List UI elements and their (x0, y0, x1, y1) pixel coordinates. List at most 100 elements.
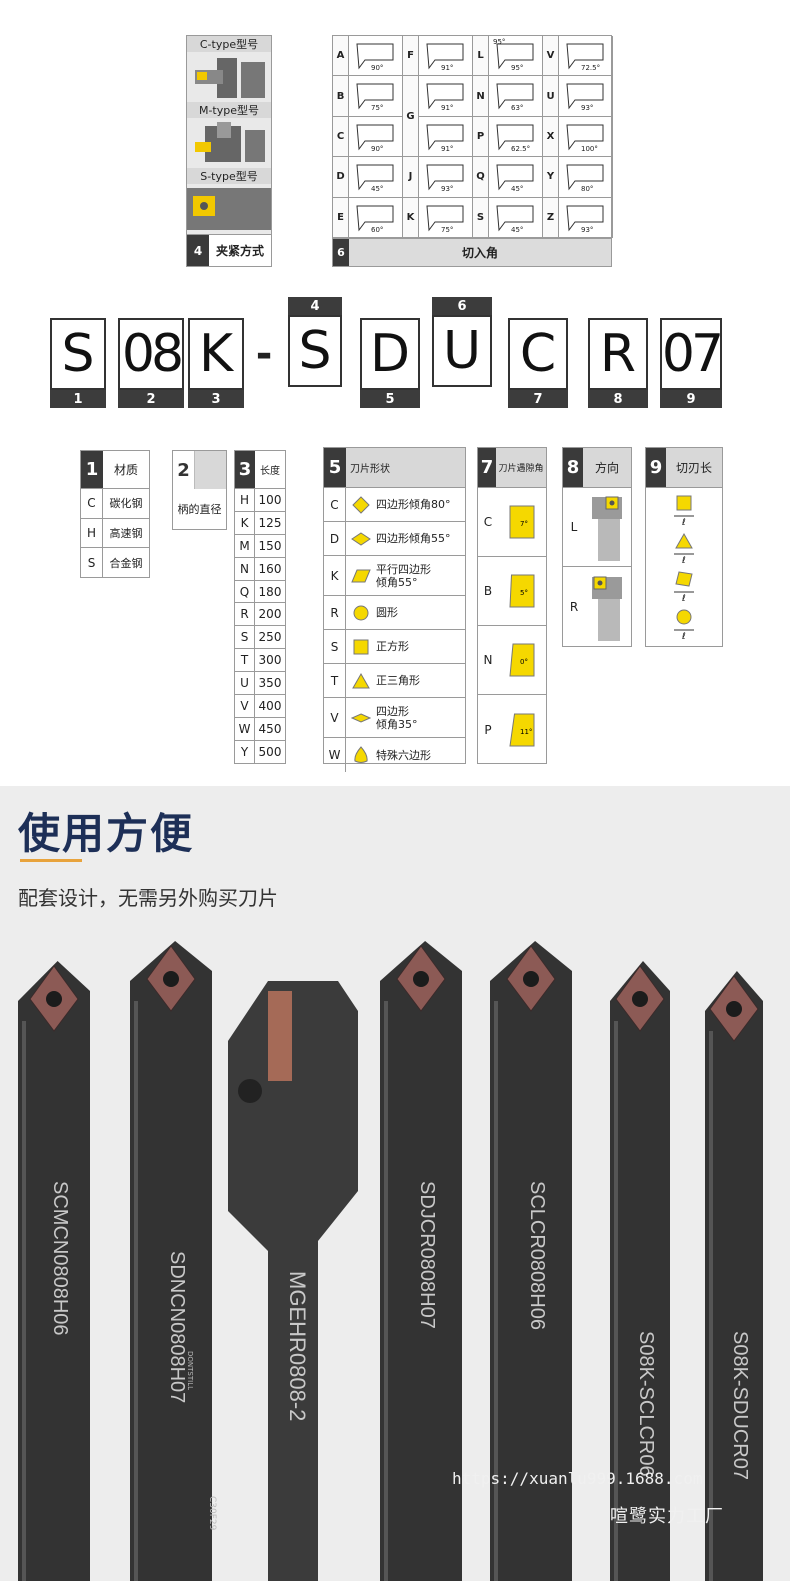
s-type-label: S-type型号 (187, 168, 271, 184)
approach-angle-label: 95° (511, 64, 523, 72)
approach-angle-label: 75° (371, 104, 383, 112)
material-name: 合金钢 (109, 556, 143, 570)
edge-mark: ℓ (681, 556, 686, 566)
approach-angle-label: 60° (371, 226, 383, 234)
s-type-image (187, 184, 271, 234)
tool-brand-mark: DONTSTILL (186, 1351, 194, 1390)
tool-label: SCLCR0808H06 (526, 1181, 548, 1330)
length-title: 长度 (260, 466, 280, 477)
approach-letter: K (403, 197, 419, 237)
length-code: H (235, 489, 255, 511)
c-type-image (187, 52, 271, 102)
approach-diagram-icon: 91° (426, 83, 464, 112)
approach-letter: B (333, 76, 349, 116)
approach-l-extra: 95° (493, 38, 506, 46)
tool-label: S08K-SDUCR07 (729, 1331, 751, 1480)
watermark-name: 喧鹭实力工厂 (610, 1506, 724, 1527)
shank-diameter-box: 2 柄的直径 (172, 450, 227, 530)
approach-letter: D (333, 157, 349, 197)
shape-name: 特殊六边形 (376, 748, 431, 762)
material-name: 碳化钢 (109, 497, 143, 511)
tool-label: SDJCR0808H07 (416, 1181, 438, 1329)
shank-title: 柄的直径 (177, 503, 222, 516)
clearance-code: N (483, 653, 493, 667)
approach-diagram-icon: 60° (356, 205, 394, 234)
approach-letter: F (403, 36, 419, 76)
tool-label: SCMCN0808H06 (49, 1181, 71, 1336)
shape-code: W (324, 738, 346, 772)
material-title: 材质 (113, 463, 138, 477)
length-code: M (235, 534, 255, 557)
approach-letter: Y (543, 157, 559, 197)
shape-name-2: 倾角55° (376, 575, 418, 589)
table-row: N 0° (478, 626, 546, 695)
code-position-num: 9 (660, 390, 722, 408)
code-letter: D (360, 318, 420, 390)
shape-code: V (324, 698, 346, 737)
approach-cell: K 75° (403, 197, 473, 238)
approach-letter-g: G (403, 76, 419, 158)
approach-diagram-icon: 90° (356, 124, 394, 153)
length-value: 200 (258, 607, 282, 622)
direction-code: R (569, 599, 579, 614)
approach-diagram-icon: 80° (566, 164, 604, 193)
tool-holder (490, 941, 572, 1581)
triangle-icon (352, 672, 370, 688)
clearance-angle: 7° (520, 520, 528, 528)
edge-item: ℓ (664, 608, 704, 642)
approach-letter: Q (473, 157, 489, 197)
approach-cell: L 95° (473, 36, 543, 77)
approach-letter: L (473, 36, 489, 76)
edge-title: 切刃长 (666, 448, 722, 487)
clearance-angle: 5° (520, 589, 528, 597)
code-position-num: 2 (118, 390, 184, 408)
code-letter: 08 (118, 318, 184, 390)
code-letter: S (50, 318, 106, 390)
parallelogram-icon (351, 569, 371, 582)
approach-diagram-icon: 91° (426, 43, 464, 72)
edge-mark: ℓ (681, 632, 686, 642)
approach-letter: V (543, 36, 559, 76)
code-position-num: 8 (588, 390, 648, 408)
approach-angle-label: 75° (441, 226, 453, 234)
material-name: 高速钢 (109, 526, 143, 540)
length-code: Q (235, 580, 255, 603)
clearance-angle: 11° (520, 728, 532, 736)
length-code: U (235, 672, 255, 695)
material-code: C (81, 489, 103, 518)
approach-letter: S (473, 197, 489, 237)
approach-angle-label: 90° (371, 64, 383, 72)
approach-diagram-icon: 72.5° (566, 43, 604, 72)
code-letter: R (588, 318, 648, 390)
clearance-insert-icon: 0° (509, 643, 535, 677)
approach-angle-label: 45° (511, 226, 523, 234)
clamp-title: 夹紧方式 (215, 244, 264, 258)
square-icon (353, 639, 369, 654)
length-code: R (235, 603, 255, 626)
length-code: K (235, 511, 255, 534)
approach-angle-label: 90° (371, 145, 383, 153)
direction-tool-icon (592, 576, 622, 641)
shape-name: 四边形 (376, 704, 409, 718)
clearance-insert-icon: 11° (509, 713, 535, 746)
table-row: R (563, 567, 631, 646)
approach-diagram-icon: 45° (496, 205, 534, 234)
shape-num: 5 (324, 448, 346, 487)
approach-diagram-icon: 63° (496, 83, 534, 112)
